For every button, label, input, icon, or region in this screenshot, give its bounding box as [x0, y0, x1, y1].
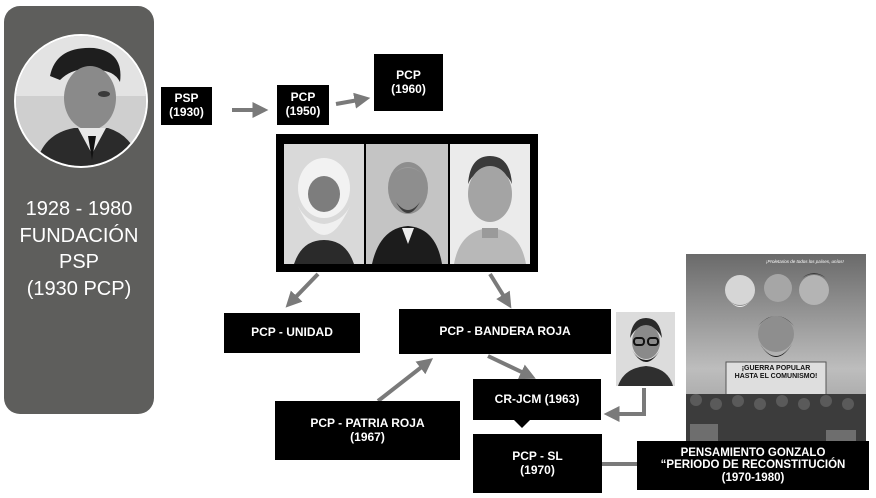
node-patria-title: PCP - PATRIA ROJA: [310, 415, 425, 430]
founder-line-2: PSP: [58, 251, 100, 274]
portrait-lenin: [366, 144, 448, 264]
node-pcp-1960: PCP (1960): [374, 54, 443, 111]
node-pcp1950-year: (1950): [285, 104, 321, 118]
node-psp-1930: PSP (1930): [161, 87, 212, 125]
poster-banner-line-1: ¡GUERRA POPULAR: [741, 365, 811, 372]
founder-line-1: FUNDACIÓN: [19, 224, 139, 247]
founder-line-3: (1930 PCP): [26, 277, 132, 300]
founder-years: 1928 - 1980: [25, 198, 133, 220]
leader-portrait: [616, 312, 675, 386]
node-pcp-unidad: PCP - UNIDAD: [224, 313, 360, 353]
node-pcp1950-title: PCP: [290, 90, 316, 105]
arrow-portraits-to-unidad: [285, 272, 320, 308]
ideologues-portraits: [276, 134, 538, 272]
arrow-crjcm-to-sl: [512, 418, 532, 428]
arrow-pcp1950-to-pcp1960: [335, 92, 371, 109]
poster-banner-line-2: HASTA EL COMUNISMO!: [734, 373, 818, 381]
node-patria-year: (1967): [350, 429, 385, 444]
node-psp-title: PSP: [174, 91, 199, 106]
node-gonzalo-line-1: PENSAMIENTO GONZALO: [680, 446, 826, 459]
portrait-mao: [450, 144, 530, 264]
poster-banner: ¡GUERRA POPULAR HASTA EL COMUNISMO!: [726, 365, 826, 382]
arrow-bandera-to-crjcm: [487, 354, 536, 380]
node-pensamiento-gonzalo: PENSAMIENTO GONZALO “PERIODO DE RECONSTI…: [637, 441, 869, 490]
node-sl-title: PCP - SL: [512, 448, 563, 463]
founder-caption: 1928 - 1980 FUNDACIÓN PSP (1930 PCP): [4, 196, 154, 302]
node-pcp-sl: PCP - SL (1970): [473, 434, 602, 493]
node-pcp-patria-roja: PCP - PATRIA ROJA (1967): [275, 401, 460, 460]
node-crjcm-title: CR-JCM (1963): [494, 391, 580, 406]
node-cr-jcm-1963: CR-JCM (1963): [473, 379, 601, 420]
node-bandera-title: PCP - BANDERA ROJA: [439, 323, 571, 338]
arrow-leader-to-crjcm: [603, 388, 646, 422]
node-pcp-bandera-roja: PCP - BANDERA ROJA: [399, 309, 611, 354]
portrait-marx: [284, 144, 364, 264]
node-pcp1960-year: (1960): [391, 81, 426, 96]
node-gonzalo-line-2: “PERIODO DE RECONSTITUCIÓN: [660, 459, 846, 472]
arrow-patria-to-bandera: [376, 358, 434, 403]
node-unidad-title: PCP - UNIDAD: [251, 325, 333, 340]
node-pcp-1950: PCP (1950): [277, 85, 329, 125]
poster-slogan-top: ¡Proletarios de todos los países, uníos!: [766, 259, 844, 264]
founder-panel: 1928 - 1980 FUNDACIÓN PSP (1930 PCP): [4, 6, 154, 414]
node-pcp1960-title: PCP: [396, 67, 421, 82]
node-sl-year: (1970): [520, 462, 555, 477]
arrow-portraits-to-bandera: [488, 272, 512, 309]
node-gonzalo-line-3: (1970-1980): [721, 471, 785, 484]
node-psp-year: (1930): [169, 105, 204, 119]
